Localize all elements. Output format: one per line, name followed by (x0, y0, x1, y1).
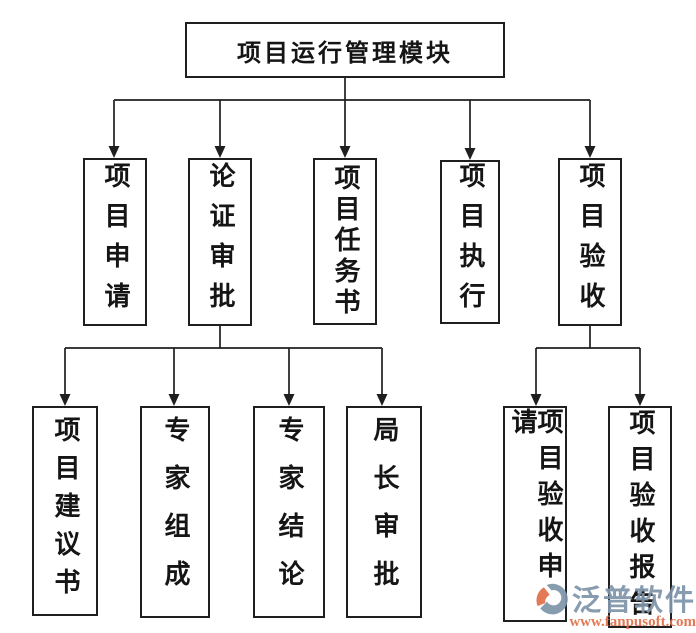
node-expert-panel: 专家组成 (140, 406, 210, 618)
node-label: 项目验收报告 (626, 409, 655, 625)
node-project-task-statement: 项目任务书 (313, 158, 377, 325)
node-label: 专家组成 (161, 416, 190, 608)
node-project-operation-management: 项目运行管理模块 (185, 22, 505, 78)
node-demonstration-approval: 论证审批 (188, 158, 252, 326)
node-project-proposal: 项目建议书 (32, 406, 98, 616)
node-project-execution: 项目执行 (440, 160, 500, 324)
node-director-approval: 局长审批 (346, 406, 422, 618)
node-label: 专家结论 (275, 416, 304, 608)
node-label: 项目运行管理模块 (237, 40, 453, 67)
node-label: 项目任务书 (331, 164, 360, 319)
node-expert-conclusion: 专家结论 (253, 406, 325, 618)
node-acceptance-report: 项目验收报告 (608, 406, 672, 628)
node-label: 项目验收 (576, 162, 605, 322)
node-label: 论证审批 (206, 162, 235, 322)
node-project-acceptance: 项目验收 (558, 158, 622, 326)
node-label: 项目建议书 (51, 416, 80, 606)
node-label: 项目申请 (101, 162, 130, 322)
watermark-url: www.fanpusoft.com (569, 614, 696, 630)
node-project-application: 项目申请 (83, 158, 147, 326)
watermark: 泛普软件 www.fanpusoft.com (534, 577, 696, 631)
node-label: 项目验收申请 (508, 408, 563, 588)
node-label: 项目执行 (456, 162, 485, 322)
watermark-brand: 泛普软件 (571, 585, 696, 617)
fanpu-logo-icon (534, 580, 570, 616)
node-label: 局长审批 (370, 416, 399, 608)
